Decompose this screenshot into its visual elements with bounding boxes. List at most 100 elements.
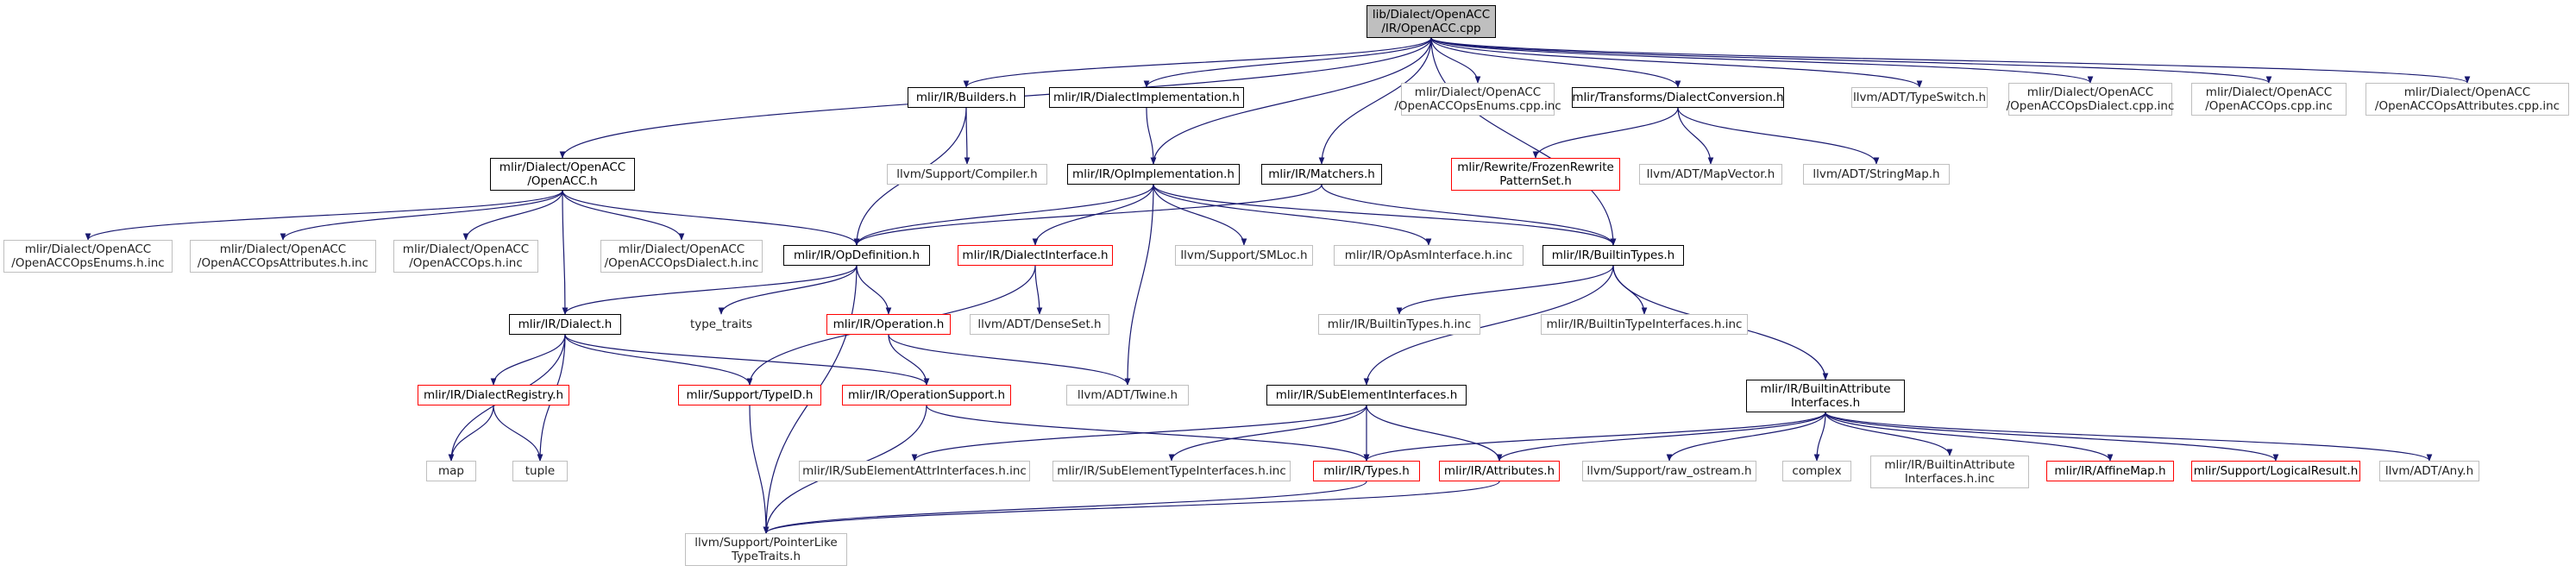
edge-op-definition-h-node-to-dialect-h-node [562,265,858,315]
edge-dialect-registry-h-node-to-tuple-node [493,405,543,462]
openacc-ops-enums-cpp-inc-node[interactable]: mlir/Dialect/OpenACC /OpenACCOpsEnums.cp… [1394,83,1561,116]
attributes-h-node[interactable]: mlir/IR/Attributes.h [1439,461,1560,481]
openacc-ops-h-inc-node[interactable]: mlir/Dialect/OpenACC /OpenACCOps.h.inc [393,240,538,273]
edge-dialect-h-node-to-operation-support-h-node [564,334,930,386]
typeid-h-node[interactable]: mlir/Support/TypeID.h [678,385,821,405]
affinemap-h-node[interactable]: mlir/IR/AffineMap.h [2046,461,2174,481]
openacc-ops-dialect-cpp-inc-node[interactable]: mlir/Dialect/OpenACC /OpenACCOpsDialect.… [2007,83,2174,116]
edge-openacc-h-node-to-openacc-ops-attributes-h-inc-node [280,190,563,241]
builtin-attribute-interfaces-h-inc-node[interactable]: mlir/IR/BuiltinAttribute Interfaces.h.in… [1870,456,2029,488]
edge-sub-element-interfaces-h-node-to-sub-element-type-interfaces-h-inc-node [1168,405,1367,462]
edge-dialect-conversion-h-node-to-frozen-rewrite-pattern-set-h-node [1532,107,1679,159]
edge-matchers-h-node-to-builtin-types-h-node [1321,184,1617,246]
matchers-h-node[interactable]: mlir/IR/Matchers.h [1261,164,1382,185]
edge-root-file-node-to-openacc-ops-cpp-inc-node [1430,37,2272,84]
builtin-attribute-interfaces-h-node[interactable]: mlir/IR/BuiltinAttribute Interfaces.h [1746,380,1905,412]
edge-openacc-h-node-to-openacc-ops-h-inc-node [462,190,563,241]
raw-ostream-h-node[interactable]: llvm/Support/raw_ostream.h [1582,461,1756,481]
edge-builtin-attribute-interfaces-h-node-to-types-h-node [1363,412,1826,462]
edge-builtin-attribute-interfaces-h-node-to-attributes-h-node [1496,412,1826,462]
edge-root-file-node-to-builders-h-node [963,37,1432,88]
edge-dialect-h-node-to-typeid-h-node [564,334,753,386]
builtin-types-h-inc-node[interactable]: mlir/IR/BuiltinTypes.h.inc [1318,314,1480,335]
mapvector-h-node[interactable]: llvm/ADT/MapVector.h [1639,164,1782,185]
openacc-ops-enums-h-inc-node[interactable]: mlir/Dialect/OpenACC /OpenACCOpsEnums.h.… [3,240,173,273]
map-node[interactable]: map [426,461,476,481]
dialect-interface-h-node[interactable]: mlir/IR/DialectInterface.h [958,245,1113,266]
edge-builders-h-node-to-compiler-h-node [964,107,971,165]
dialect-registry-h-node[interactable]: mlir/IR/DialectRegistry.h [418,385,569,405]
sub-element-attr-interfaces-h-inc-node[interactable]: mlir/IR/SubElementAttrInterfaces.h.inc [799,461,1030,481]
edge-builtin-attribute-interfaces-h-node-to-raw-ostream-h-node [1666,412,1826,462]
edge-op-definition-h-node-to-operation-h-node [856,265,892,315]
types-h-node[interactable]: mlir/IR/Types.h [1313,461,1420,481]
tuple-node[interactable]: tuple [512,461,568,481]
edge-openacc-h-node-to-op-definition-h-node [562,190,860,246]
edge-root-file-node-to-openacc-ops-dialect-cpp-inc-node [1430,37,2094,84]
typeswitch-h-node[interactable]: llvm/ADT/TypeSwitch.h [1851,87,1988,108]
builders-h-node[interactable]: mlir/IR/Builders.h [908,87,1025,108]
dialect-conversion-h-node[interactable]: mlir/Transforms/DialectConversion.h [1572,87,1784,108]
op-asm-interface-h-inc-node[interactable]: mlir/IR/OpAsmInterface.h.inc [1334,245,1524,266]
edge-builtin-attribute-interfaces-h-node-to-complex-node [1813,412,1826,462]
op-implementation-h-node[interactable]: mlir/IR/OpImplementation.h [1067,164,1240,185]
complex-node[interactable]: complex [1782,461,1851,481]
edge-dialect-h-node-to-dialect-registry-h-node [490,334,566,386]
operation-support-h-node[interactable]: mlir/IR/OperationSupport.h [842,385,1011,405]
edge-dialect-implementation-h-node-to-op-implementation-h-node [1146,107,1157,165]
stringmap-h-node[interactable]: llvm/ADT/StringMap.h [1803,164,1950,185]
openacc-ops-attributes-cpp-inc-node[interactable]: mlir/Dialect/OpenACC /OpenACCOpsAttribut… [2366,83,2569,116]
any-h-node[interactable]: llvm/ADT/Any.h [2379,461,2479,481]
dialect-implementation-h-node[interactable]: mlir/IR/DialectImplementation.h [1049,87,1244,108]
edge-op-implementation-h-node-to-op-asm-interface-h-inc-node [1153,184,1432,246]
edge-op-implementation-h-node-to-smloc-h-node [1153,184,1247,246]
edge-builtin-types-h-node-to-sub-element-interfaces-h-node [1363,265,1614,386]
edge-dialect-registry-h-node-to-map-node [448,405,494,462]
openacc-ops-attributes-h-inc-node[interactable]: mlir/Dialect/OpenACC /OpenACCOpsAttribut… [190,240,376,273]
openacc-ops-dialect-h-inc-node[interactable]: mlir/Dialect/OpenACC /OpenACCOpsDialect.… [600,240,763,273]
edge-matchers-h-node-to-op-definition-h-node [853,184,1323,246]
smloc-h-node[interactable]: llvm/Support/SMLoc.h [1175,245,1313,266]
builtin-types-h-node[interactable]: mlir/IR/BuiltinTypes.h [1542,245,1684,266]
edge-root-file-node-to-openacc-ops-attributes-cpp-inc-node [1430,37,2471,84]
builtin-type-interfaces-h-inc-node[interactable]: mlir/IR/BuiltinTypeInterfaces.h.inc [1541,314,1748,335]
edge-operation-h-node-to-twine-h-node [888,334,1131,386]
openacc-h-node[interactable]: mlir/Dialect/OpenACC /OpenACC.h [490,158,635,191]
dialect-h-node[interactable]: mlir/IR/Dialect.h [509,314,621,335]
edge-builtin-attribute-interfaces-h-node-to-any-h-node [1825,412,2433,462]
openacc-ops-cpp-inc-node[interactable]: mlir/Dialect/OpenACC /OpenACCOps.cpp.inc [2191,83,2347,116]
edge-sub-element-interfaces-h-node-to-attributes-h-node [1366,405,1503,462]
edge-openacc-h-node-to-dialect-h-node [562,190,569,315]
root-file-node[interactable]: lib/Dialect/OpenACC /IR/OpenACC.cpp [1367,5,1496,38]
pointer-like-type-traits-h-node[interactable]: llvm/Support/PointerLike TypeTraits.h [685,533,847,566]
edge-sub-element-interfaces-h-node-to-sub-element-attr-interfaces-h-inc-node [911,405,1367,462]
type-traits-node[interactable]: type_traits [689,317,753,331]
edge-openacc-h-node-to-openacc-ops-enums-h-inc-node [85,190,563,241]
edge-op-definition-h-node-to-type-traits-node [718,265,858,315]
edge-root-file-node-to-op-implementation-h-node [1150,37,1432,165]
frozen-rewrite-pattern-set-h-node[interactable]: mlir/Rewrite/FrozenRewrite PatternSet.h [1451,158,1620,191]
edge-builtin-attribute-interfaces-h-node-to-builtin-attribute-interfaces-h-inc-node [1825,412,1953,456]
denseset-h-node[interactable]: llvm/ADT/DenseSet.h [970,314,1109,335]
edge-builtin-attribute-interfaces-h-node-to-logical-result-h-node [1825,412,2279,462]
edge-op-implementation-h-node-to-twine-h-node [1124,184,1154,386]
sub-element-type-interfaces-h-inc-node[interactable]: mlir/IR/SubElementTypeInterfaces.h.inc [1052,461,1291,481]
logical-result-h-node[interactable]: mlir/Support/LogicalResult.h [2191,461,2360,481]
op-definition-h-node[interactable]: mlir/IR/OpDefinition.h [783,245,930,266]
edge-root-file-node-to-matchers-h-node [1318,37,1432,165]
edge-root-file-node-to-dialect-implementation-h-node [1143,37,1432,88]
compiler-h-node[interactable]: llvm/Support/Compiler.h [887,164,1047,185]
twine-h-node[interactable]: llvm/ADT/Twine.h [1066,385,1189,405]
edge-root-file-node-to-openacc-ops-enums-cpp-inc-node [1430,37,1481,84]
edge-builtin-types-h-node-to-builtin-types-h-inc-node [1396,265,1614,315]
sub-element-interfaces-h-node[interactable]: mlir/IR/SubElementInterfaces.h [1266,385,1467,405]
edge-openacc-h-node-to-openacc-ops-dialect-h-inc-node [562,190,685,241]
edge-op-implementation-h-node-to-op-definition-h-node [853,184,1154,246]
edge-root-file-node-to-typeswitch-h-node [1430,37,1923,88]
edge-builtin-attribute-interfaces-h-node-to-affinemap-h-node [1825,412,2114,462]
operation-h-node[interactable]: mlir/IR/Operation.h [826,314,951,335]
edge-root-file-node-to-dialect-conversion-h-node [1430,37,1681,88]
edge-typeid-h-node-to-pointer-like-type-traits-h-node [749,405,770,534]
